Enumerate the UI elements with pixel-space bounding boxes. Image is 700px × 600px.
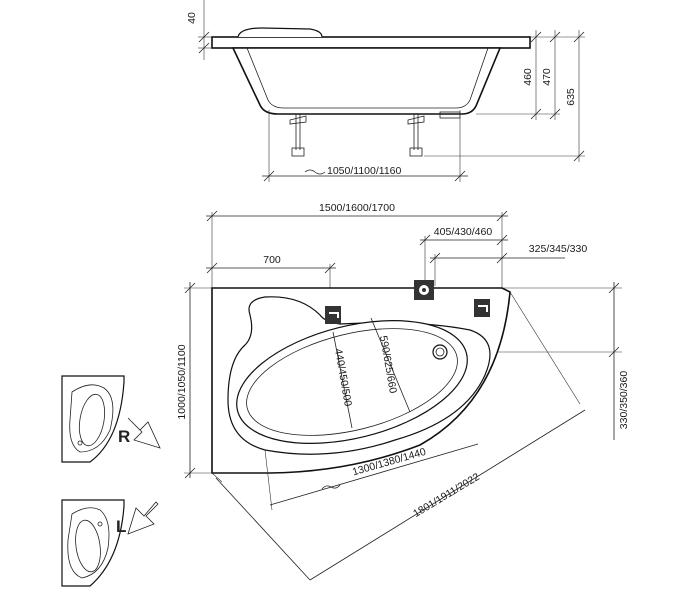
- dim-overall-length: 1500/1600/1700: [319, 202, 395, 214]
- dim-side-length: 1050/1100/1160: [327, 165, 402, 177]
- dim-faucet-offset: 405/430/460: [434, 226, 493, 238]
- dim-left-segment: 700: [263, 254, 281, 266]
- faucet-icon: [325, 306, 341, 324]
- side-view-legs: [289, 114, 425, 157]
- top-view-bowl: [236, 320, 468, 444]
- dim-corner-height: 330/350/360: [618, 371, 630, 430]
- variant-left: L: [61, 499, 159, 587]
- arrow-left-icon: [127, 501, 159, 535]
- mixer-icon: [414, 280, 434, 300]
- dim-rim-height: 40: [186, 12, 198, 24]
- drain-icon: [432, 344, 448, 360]
- dim-total-height: 635: [565, 88, 577, 106]
- dim-corner-cut: 325/345/330: [529, 243, 588, 255]
- dim-overall-width: 1000/1050/1100: [176, 344, 188, 419]
- side-view-tub-body: [231, 47, 502, 115]
- side-view: 40 460 470 635 1050/1100/1160: [186, 0, 585, 182]
- top-view: 1500/1600/1700 405/430/460 325/345/330 7…: [176, 202, 630, 581]
- variant-right-label: R: [118, 427, 130, 446]
- variant-right: R: [61, 375, 161, 463]
- arrow-right-icon: [127, 417, 161, 449]
- dim-diagonal-length: 1801/1911/2022: [411, 471, 482, 520]
- side-view-rim: [211, 36, 531, 49]
- dim-depth-470: 470: [541, 68, 553, 86]
- shower-faucet-icon: [474, 299, 490, 317]
- dim-depth-460: 460: [522, 68, 534, 86]
- variant-left-label: L: [116, 517, 126, 536]
- side-view-headrest: [237, 27, 323, 38]
